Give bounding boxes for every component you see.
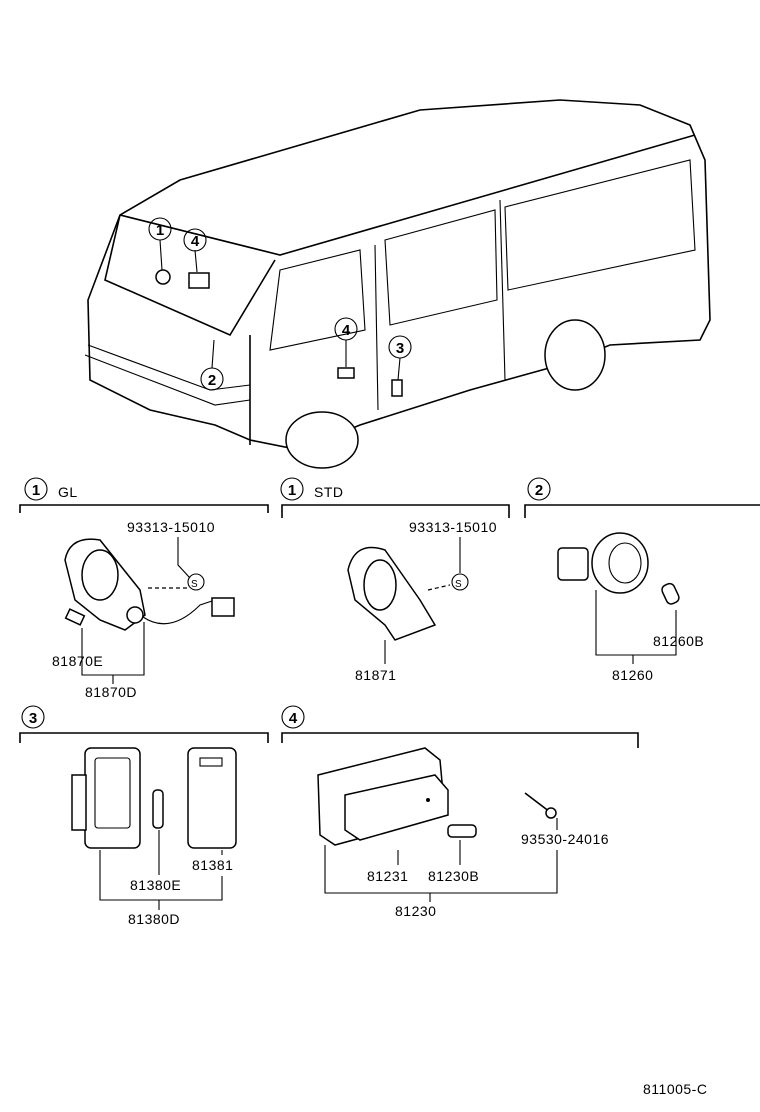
label: 3 bbox=[396, 340, 404, 357]
van-lamp-3 bbox=[391, 379, 403, 397]
socket-81260 bbox=[557, 547, 589, 581]
part-number-bulb: 81380E bbox=[130, 877, 181, 893]
part-number-bulb: 81230B bbox=[428, 868, 479, 884]
part-number-assembly: 81870D bbox=[85, 684, 137, 700]
part-number-lens: 81381 bbox=[192, 857, 233, 873]
section-3: 3 81380E 81381 81380D bbox=[19, 705, 269, 927]
section-title: GL bbox=[58, 484, 78, 500]
section-1-std: 1 STD 93313-15010 S 81871 bbox=[280, 477, 510, 683]
van-lamp-4a bbox=[188, 272, 210, 289]
label: 1 bbox=[32, 482, 40, 499]
housing-81380d bbox=[84, 747, 141, 849]
section-2: 2 81260B 81260 bbox=[524, 477, 760, 683]
part-number-bulb: 81870E bbox=[52, 653, 103, 669]
label: 1 bbox=[156, 222, 164, 239]
part-number-bulb: 81260B bbox=[653, 633, 704, 649]
label: S bbox=[455, 579, 462, 590]
van-callout: 1 bbox=[148, 217, 172, 241]
bulb-81260b bbox=[661, 582, 680, 605]
figure-code: 811005-C bbox=[643, 1081, 707, 1097]
label: 4 bbox=[191, 233, 200, 250]
section-title: STD bbox=[314, 484, 344, 500]
lens-81381 bbox=[187, 747, 237, 849]
part-number-screw: 93313-15010 bbox=[127, 519, 215, 535]
part-number-screw: 93530-24016 bbox=[521, 831, 609, 847]
screw-93530-24016 bbox=[524, 792, 551, 813]
section-4: 4 81231 81230B 93530-24016 81230 bbox=[281, 705, 639, 919]
van-lamp-1 bbox=[155, 269, 171, 285]
label: 1 bbox=[288, 482, 296, 499]
part-number-assembly: 81380D bbox=[128, 911, 180, 927]
label: 3 bbox=[29, 710, 37, 727]
label: 4 bbox=[289, 710, 298, 727]
label: 4 bbox=[342, 322, 351, 339]
label: 2 bbox=[208, 372, 216, 389]
bulb-81870e bbox=[64, 608, 86, 626]
bulb-81380e bbox=[152, 789, 164, 829]
part-number-assembly: 81260 bbox=[612, 667, 653, 683]
part-number-assembly: 81230 bbox=[395, 903, 436, 919]
part-number-screw: 93313-15010 bbox=[409, 519, 497, 535]
bulb-81230b bbox=[447, 824, 477, 838]
van-callout: 4 bbox=[183, 228, 207, 252]
section-1-gl: 1 GL 93313-15010 S 81870E 81870D bbox=[19, 477, 269, 700]
van-callout: 4 bbox=[334, 317, 358, 341]
part-number-assembly: 81871 bbox=[355, 667, 396, 683]
van-lamp-4b bbox=[337, 367, 355, 379]
van-callout: 3 bbox=[388, 335, 412, 359]
label: 2 bbox=[535, 482, 543, 499]
van-callout: 2 bbox=[200, 367, 224, 391]
part-number-housing: 81231 bbox=[367, 868, 408, 884]
label: S bbox=[191, 579, 198, 590]
van-illustration bbox=[84, 99, 711, 469]
